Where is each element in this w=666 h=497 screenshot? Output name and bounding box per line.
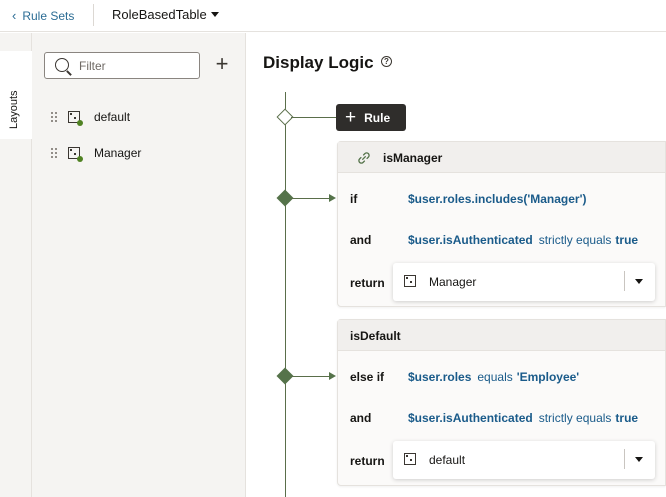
layout-icon bbox=[68, 111, 83, 126]
return-label: return bbox=[350, 454, 385, 468]
status-dot bbox=[77, 156, 83, 162]
flow-connector-line bbox=[285, 92, 286, 497]
condition-variable: $user.isAuthenticated bbox=[408, 411, 533, 425]
flow-branch-line bbox=[291, 198, 329, 199]
add-rule-label: Rule bbox=[364, 110, 391, 125]
layout-icon bbox=[68, 147, 83, 162]
return-label: return bbox=[350, 276, 385, 290]
condition-keyword: else if bbox=[350, 370, 385, 384]
rule-set-dropdown-caret-icon[interactable] bbox=[211, 12, 219, 17]
layout-icon bbox=[404, 275, 416, 287]
rule-card-is-default[interactable]: isDefault else if $user.roles equals'Empl… bbox=[337, 319, 666, 486]
rule-name: isManager bbox=[383, 151, 443, 165]
page-title: Display Logic bbox=[263, 53, 374, 72]
layout-icon bbox=[404, 453, 416, 465]
layout-item-label: default bbox=[94, 110, 131, 124]
return-layout-value: Manager bbox=[429, 275, 477, 289]
flow-branch-line bbox=[291, 376, 329, 377]
rule-card-header[interactable]: isManager bbox=[338, 142, 665, 173]
condition-expression[interactable]: $user.roles equals'Employee' bbox=[408, 370, 579, 384]
condition-variable: $user.roles.includes('Manager') bbox=[408, 192, 587, 206]
condition-keyword: and bbox=[350, 233, 372, 247]
tab-layouts[interactable]: Layouts bbox=[0, 51, 32, 139]
condition-operator: strictly equals bbox=[538, 411, 612, 425]
condition-value: true bbox=[615, 233, 639, 247]
select-divider bbox=[624, 271, 625, 291]
condition-operator: strictly equals bbox=[538, 233, 612, 247]
condition-keyword: if bbox=[350, 192, 358, 206]
add-layout-button[interactable]: + bbox=[215, 51, 229, 76]
rule-card-is-manager[interactable]: isManager if $user.roles.includes('Manag… bbox=[337, 141, 666, 307]
layout-item-manager[interactable]: Manager bbox=[50, 143, 230, 163]
filter-input[interactable] bbox=[79, 57, 191, 75]
select-divider bbox=[624, 449, 625, 469]
rule-card-header[interactable]: isDefault bbox=[338, 320, 665, 351]
plus-icon: + bbox=[345, 107, 357, 128]
layout-item-label: Manager bbox=[94, 146, 142, 160]
status-dot bbox=[77, 120, 83, 126]
add-rule-button[interactable]: + Rule bbox=[336, 104, 406, 131]
arrow-right-icon bbox=[329, 372, 336, 380]
return-layout-select[interactable]: default bbox=[393, 441, 655, 479]
condition-value: true bbox=[615, 411, 639, 425]
chevron-down-icon[interactable] bbox=[635, 457, 643, 462]
drag-handle-icon[interactable] bbox=[50, 111, 58, 123]
chevron-down-icon[interactable] bbox=[635, 279, 643, 284]
back-to-rule-sets-link[interactable]: ‹ Rule Sets bbox=[12, 8, 74, 23]
rule-set-name: RoleBasedTable bbox=[112, 7, 207, 22]
flow-branch-line bbox=[291, 117, 336, 118]
condition-expression[interactable]: $user.roles.includes('Manager') bbox=[408, 192, 586, 206]
side-tab-strip: Layouts bbox=[0, 33, 32, 497]
help-icon[interactable]: ? bbox=[381, 56, 392, 67]
chevron-left-icon: ‹ bbox=[12, 8, 17, 23]
toolbar-divider bbox=[93, 4, 94, 26]
return-layout-select[interactable]: Manager bbox=[393, 263, 655, 301]
condition-operator: equals bbox=[477, 370, 513, 384]
rule-name: isDefault bbox=[350, 329, 401, 343]
search-icon bbox=[55, 58, 69, 72]
layout-item-default[interactable]: default bbox=[50, 107, 230, 127]
back-link-label: Rule Sets bbox=[22, 8, 75, 23]
top-bar: ‹ Rule Sets RoleBasedTable bbox=[0, 0, 666, 32]
condition-keyword: and bbox=[350, 411, 372, 425]
drag-handle-icon[interactable] bbox=[50, 147, 58, 159]
filter-field[interactable] bbox=[44, 52, 200, 79]
layouts-panel: + default Manager bbox=[32, 33, 246, 497]
tab-layouts-label: Layouts bbox=[8, 90, 20, 129]
arrow-right-icon bbox=[329, 194, 336, 202]
return-layout-value: default bbox=[429, 453, 466, 467]
condition-variable: $user.roles bbox=[408, 370, 472, 384]
condition-variable: $user.isAuthenticated bbox=[408, 233, 533, 247]
link-icon bbox=[358, 152, 370, 164]
condition-value: 'Employee' bbox=[516, 370, 580, 384]
